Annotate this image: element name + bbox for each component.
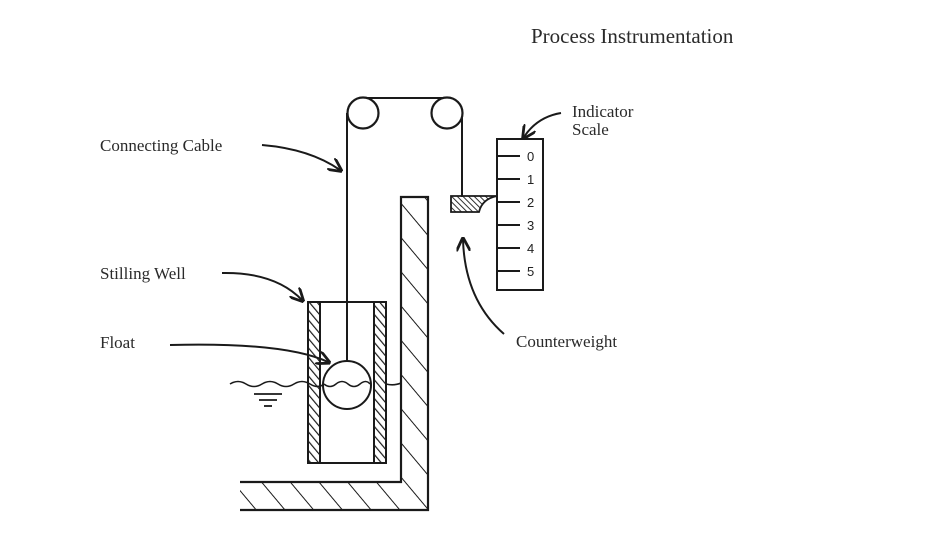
- left-pulley: [346, 96, 380, 130]
- float: [322, 360, 372, 410]
- label-connecting-cable: Connecting Cable: [100, 136, 222, 155]
- label-stilling-well: Stilling Well: [100, 264, 186, 283]
- arrow-connecting-cable: [261, 144, 340, 170]
- label-counterweight: Counterweight: [516, 332, 617, 351]
- scale-tick-label: 0: [527, 149, 534, 164]
- scale-tick-label: 1: [527, 172, 534, 187]
- arrow-counterweight: [463, 240, 505, 335]
- page-title: Process Instrumentation: [531, 24, 734, 48]
- right-pulley: [430, 96, 464, 130]
- label-indicator-scale-line2: Scale: [572, 120, 609, 139]
- arrow-indicator-scale: [524, 112, 562, 137]
- scale-tick-label: 2: [527, 195, 534, 210]
- scale-tick-label: 5: [527, 264, 534, 279]
- connecting-cable: [346, 97, 463, 361]
- indicator-scale: 0 1 2 3 4 5: [496, 138, 544, 291]
- stilling-well: [307, 301, 387, 464]
- scale-tick-label: 3: [527, 218, 534, 233]
- tank-wall: [240, 195, 430, 512]
- arrow-stilling-well: [221, 271, 302, 300]
- arrow-float: [169, 343, 328, 362]
- label-float: Float: [100, 333, 135, 352]
- label-indicator-scale-line1: Indicator: [572, 102, 634, 121]
- counterweight: [450, 195, 498, 213]
- water-surface: [229, 380, 402, 407]
- scale-tick-label: 4: [527, 241, 534, 256]
